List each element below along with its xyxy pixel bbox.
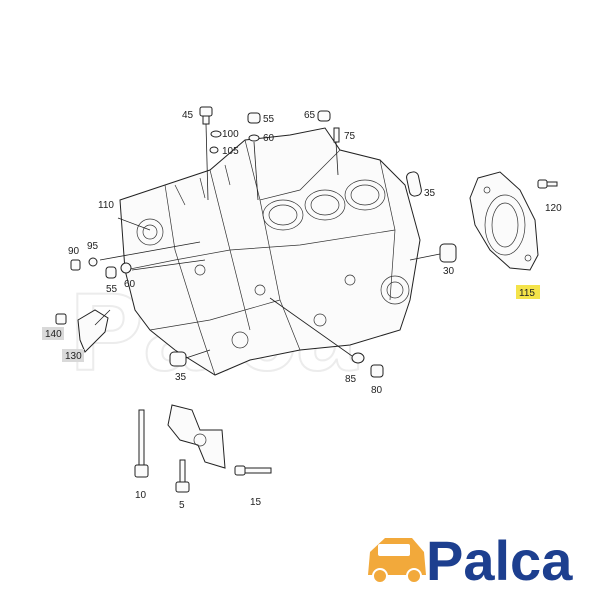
callout-120: 120	[545, 203, 562, 214]
leader-lines	[94, 123, 441, 359]
engine-block	[119, 127, 421, 376]
bracket-130	[55, 309, 109, 353]
callout-60: 60	[263, 133, 275, 144]
callout-35-bottom: 35	[175, 372, 187, 383]
highlight-115	[516, 285, 540, 299]
dowel-35-bottom	[169, 351, 187, 367]
plugs-90-95	[70, 257, 98, 271]
plug-80	[370, 364, 384, 378]
car-icon	[368, 538, 426, 584]
callout-60-left: 60	[124, 279, 136, 290]
callout-55-left: 55	[106, 284, 118, 295]
callout-85: 85	[345, 374, 357, 385]
callout-110: 110	[98, 200, 114, 211]
callout-100: 100	[222, 129, 239, 140]
plug-55-60-top	[247, 112, 261, 142]
bolt-10	[134, 409, 149, 478]
highlight-140	[42, 327, 64, 340]
callout-10: 10	[135, 490, 147, 501]
callout-130: 130	[65, 351, 82, 362]
plug-65-75	[317, 110, 340, 143]
bearing-cap	[167, 404, 226, 469]
callout-95: 95	[87, 241, 99, 252]
callout-5: 5	[179, 500, 185, 511]
callout-45: 45	[182, 110, 194, 121]
dowel-35-top	[406, 171, 422, 197]
plugs-55-60-left	[105, 262, 132, 279]
callout-65: 65	[304, 110, 316, 121]
bolt-5	[175, 459, 190, 493]
callout-35: 35	[424, 188, 436, 199]
callout-30: 30	[443, 266, 455, 277]
callout-80: 80	[371, 385, 383, 396]
bolt-15	[234, 465, 272, 476]
callout-55: 55	[263, 114, 275, 125]
callout-140: 140	[45, 329, 62, 340]
logo-text: Palca	[426, 529, 573, 592]
dowel-30	[439, 243, 457, 263]
washers-100-105	[209, 130, 222, 154]
palca-logo: Palca	[368, 529, 573, 592]
callout-15: 15	[250, 497, 262, 508]
highlight-130	[62, 349, 84, 362]
rear-seal-cover-115	[469, 171, 539, 271]
plug-85	[269, 297, 365, 364]
plug-45	[199, 106, 213, 125]
bolt-120	[537, 179, 558, 189]
callout-90: 90	[68, 246, 80, 257]
callout-75: 75	[344, 131, 356, 142]
callout-115: 115	[519, 288, 535, 299]
callout-105: 105	[222, 146, 239, 157]
